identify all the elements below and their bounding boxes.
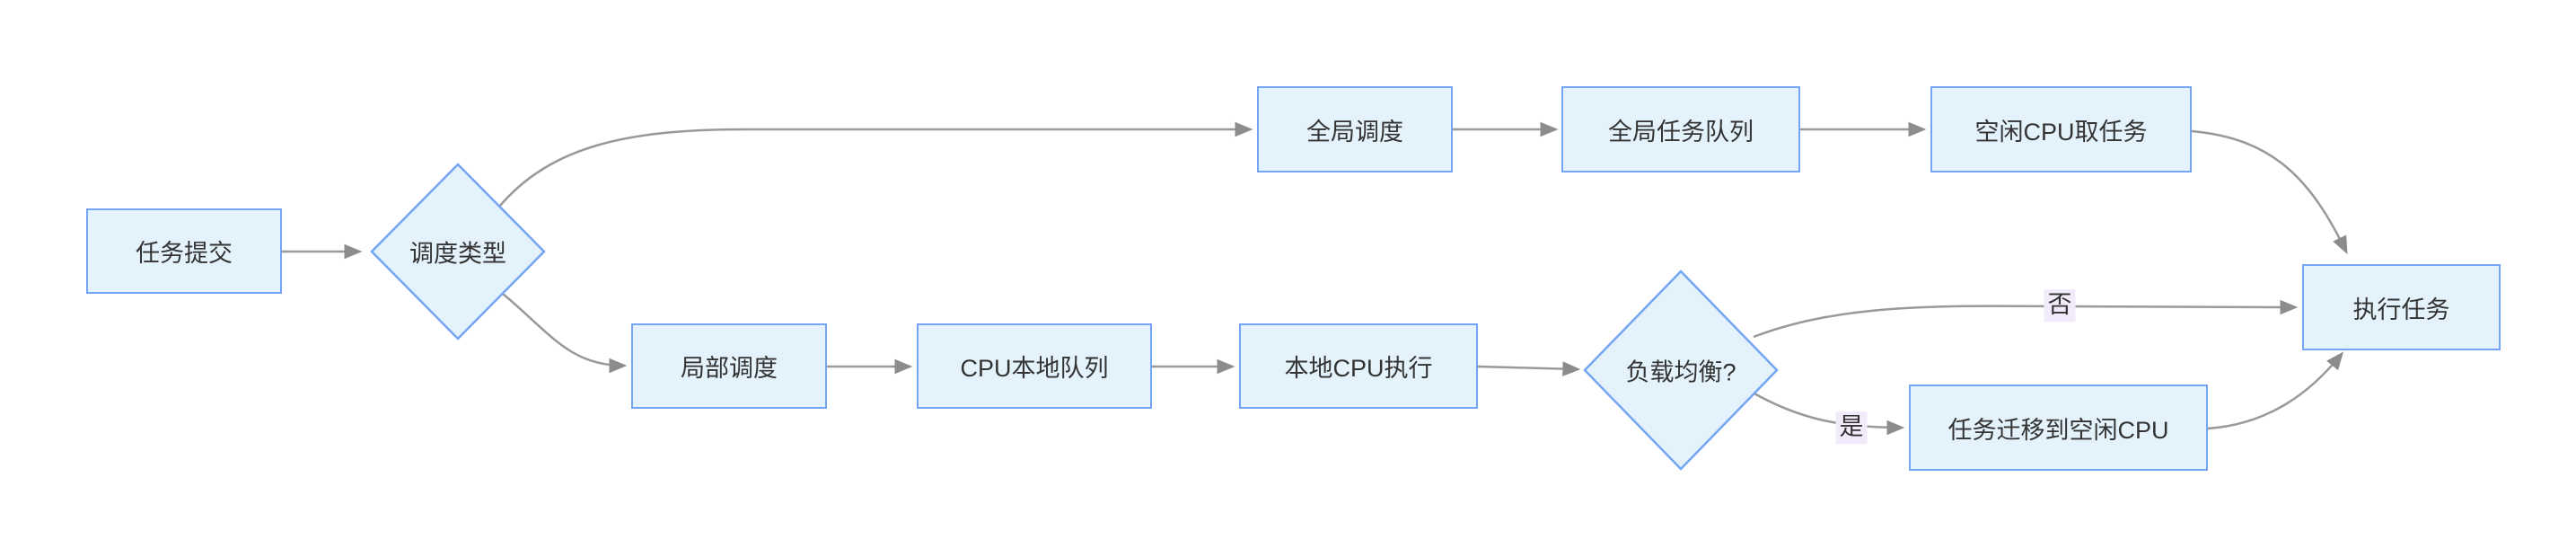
node-local-cpu-exec-label: 本地CPU执行	[1284, 355, 1433, 382]
node-execute: 执行任务	[2302, 264, 2501, 350]
node-cpu-local-queue: CPU本地队列	[917, 323, 1152, 409]
node-task-submit-label: 任务提交	[136, 240, 233, 267]
edge-label-no: 否	[2044, 289, 2076, 322]
node-global-sched: 全局调度	[1257, 86, 1453, 172]
edge-sched-type-to-local-sched	[502, 293, 628, 374]
node-idle-cpu-take-label: 空闲CPU取任务	[1974, 118, 2148, 146]
edge-sched-type-to-global-sched	[498, 121, 1253, 208]
node-local-sched-label: 局部调度	[681, 355, 778, 382]
edge-load-balance-to-execute-no	[1753, 299, 2299, 339]
edge-local-cpu-exec-to-load-balance	[1477, 361, 1581, 376]
node-global-sched-label: 全局调度	[1306, 118, 1403, 146]
node-load-balance-diamond	[1583, 270, 1779, 471]
node-sched-type-label: 调度类型	[409, 240, 506, 268]
edge-label-yes: 是	[1835, 411, 1868, 444]
edge-load-balance-to-migrate-yes	[1752, 391, 1905, 436]
node-load-balance-label: 负载均衡?	[1625, 358, 1736, 386]
node-local-sched: 局部调度	[631, 323, 827, 409]
node-execute-label: 执行任务	[2352, 296, 2450, 323]
node-idle-cpu-take: 空闲CPU取任务	[1930, 86, 2192, 172]
node-global-queue: 全局任务队列	[1561, 86, 1800, 172]
node-local-cpu-exec: 本地CPU执行	[1239, 323, 1478, 409]
edge-migrate-to-execute	[2207, 351, 2344, 430]
node-task-submit: 任务提交	[86, 208, 282, 294]
node-sched-type-diamond	[370, 163, 546, 340]
edge-idle-cpu-take-to-execute	[2191, 129, 2348, 254]
node-migrate: 任务迁移到空闲CPU	[1909, 385, 2208, 471]
node-migrate-label: 任务迁移到空闲CPU	[1947, 416, 2169, 444]
node-cpu-local-queue-label: CPU本地队列	[960, 355, 1109, 382]
node-global-queue-label: 全局任务队列	[1608, 118, 1754, 146]
